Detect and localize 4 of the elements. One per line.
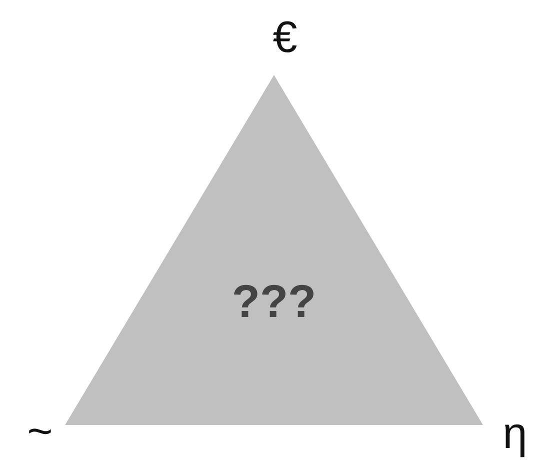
- vertex-label: ~: [26, 408, 54, 456]
- vertex-label: €: [272, 14, 298, 62]
- node-label: ???: [230, 275, 318, 327]
- vertex-label: η: [502, 410, 528, 458]
